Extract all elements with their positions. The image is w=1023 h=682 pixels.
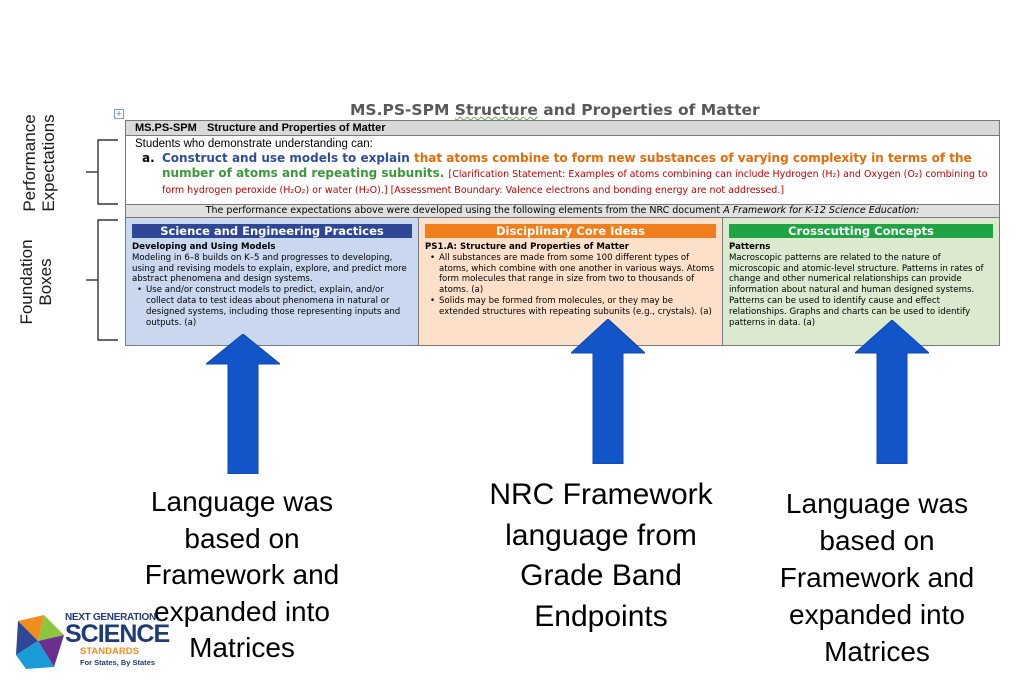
performance-label-line2: Expectations [39, 114, 58, 212]
cc-text: Macroscopic patterns are related to the … [729, 252, 984, 328]
caption-right: Language was based on Framework and expa… [779, 488, 975, 667]
crosscutting-concepts-box: Crosscutting Concepts Patterns Macroscop… [723, 218, 999, 345]
dci-subtitle: PS1.A: Structure and Properties of Matte… [425, 242, 629, 252]
performance-bracket [86, 139, 118, 205]
performance-expectation-a: a. Construct and use models to explain t… [142, 151, 992, 198]
caption-middle: NRC Framework language from Grade Band E… [489, 478, 713, 633]
foundation-label-line1: Foundation [17, 239, 36, 325]
standard-table: MS.PS-SPM Structure and Properties of Mat… [125, 120, 1000, 346]
ngss-logo: NEXT GENERATION SCIENCE STANDARDS For St… [14, 609, 170, 673]
performance-expectations-label: Performance Expectations [20, 103, 60, 223]
cc-banner: Crosscutting Concepts [729, 224, 993, 238]
pe-clarification: [Clarification Statement: Examples of at… [162, 169, 988, 196]
foundation-boxes-label: Foundation Boxes [17, 227, 57, 337]
pe-core-idea-text: that atoms combine to form new substance… [413, 151, 972, 165]
pe-practice-text: Construct and use models to explain [162, 151, 410, 165]
pe-marker: a. [142, 151, 155, 165]
ngss-logo-mark-icon [16, 615, 64, 669]
table-move-handle-icon[interactable]: + [114, 109, 124, 119]
foundation-bracket [86, 219, 118, 341]
foundation-label-line2: Boxes [36, 258, 55, 306]
up-arrow-icon [855, 320, 929, 464]
standard-title: Structure and Properties of Matter [207, 122, 386, 134]
logo-text: SCIENCE [65, 620, 170, 648]
dci-bullet: Solids may be formed from molecules, or … [425, 296, 716, 318]
document-title: MS.PS-SPM Structure and Properties of Ma… [350, 101, 760, 119]
standard-header: MS.PS-SPM Structure and Properties of Mat… [126, 121, 999, 136]
sep-subtitle: Developing and Using Models [132, 242, 276, 252]
logo-text: For States, By States [80, 658, 156, 667]
pe-intro: Students who demonstrate understanding c… [135, 138, 373, 150]
logo-text: STANDARDS [80, 646, 139, 657]
dci-banner: Disciplinary Core Ideas [425, 224, 716, 238]
logo-text: NEXT GENERATION [65, 612, 156, 623]
sep-banner: Science and Engineering Practices [132, 224, 412, 238]
caption-left: Language was based on Framework and expa… [144, 486, 340, 663]
performance-label-line1: Performance [20, 114, 39, 212]
up-arrow-icon [206, 334, 280, 474]
science-engineering-practices-box: Science and Engineering Practices Develo… [126, 218, 419, 345]
disciplinary-core-ideas-box: Disciplinary Core Ideas PS1.A: Structure… [419, 218, 723, 345]
pe-crosscutting-text: number of atoms and repeating subunits. [162, 166, 445, 180]
sep-text: Modeling in 6–8 builds on K–5 and progre… [132, 252, 407, 285]
dci-bullet: All substances are made from some 100 di… [425, 253, 716, 296]
up-arrow-icon [571, 319, 645, 464]
standard-code: MS.PS-SPM [135, 122, 197, 134]
framework-separator: The performance expectations above were … [126, 204, 999, 218]
cc-subtitle: Patterns [729, 242, 771, 252]
sep-bullet: Use and/or construct models to predict, … [132, 285, 412, 328]
